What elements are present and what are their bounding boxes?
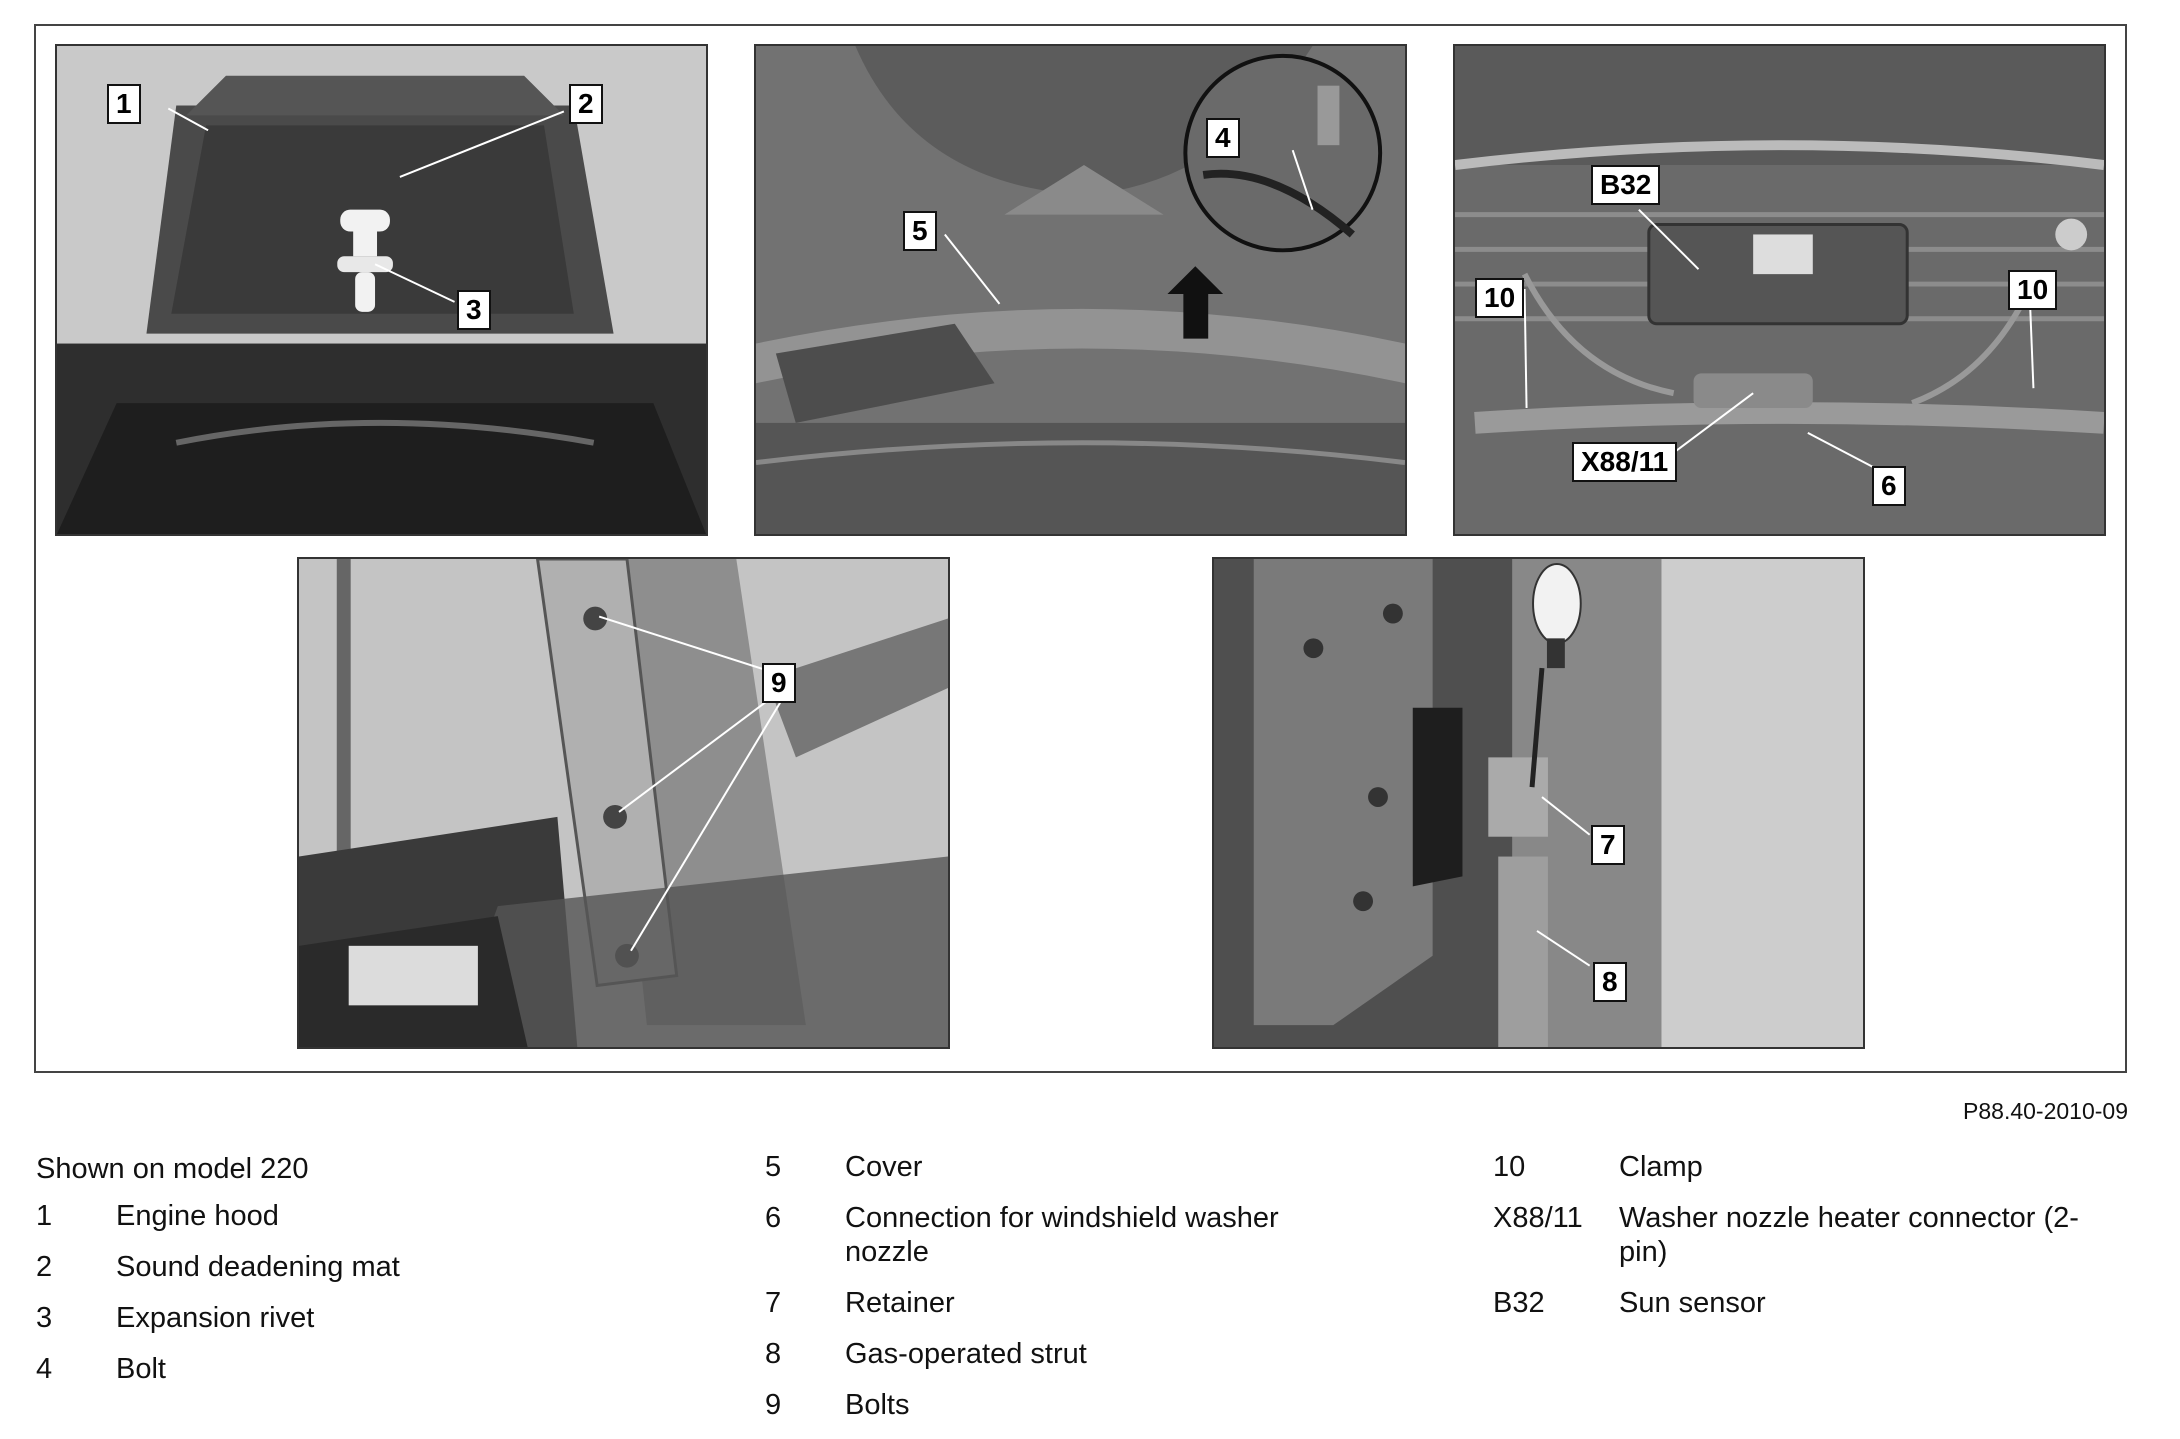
legend-text: Engine hood: [116, 1200, 279, 1232]
callout-9: 9: [762, 663, 796, 703]
legend-number: X88/11: [1493, 1202, 1583, 1234]
photo-hinge-bolts: 9: [297, 557, 950, 1049]
legend-number: 4: [36, 1353, 53, 1385]
legend-item: 6 Connection for windshield washer nozzl…: [765, 1201, 1325, 1269]
legend-number: 9: [765, 1389, 782, 1421]
callout-1: 1: [107, 84, 141, 124]
legend-caption: Shown on model 220: [36, 1153, 309, 1185]
legend-text: Bolt: [116, 1353, 166, 1385]
photo-sun-sensor: B32 10 10 X88/11 6: [1453, 44, 2106, 536]
callout-8: 8: [1593, 962, 1627, 1002]
legend-item: 1 Engine hood: [36, 1199, 676, 1233]
callout-b32: B32: [1591, 165, 1661, 205]
legend-column-1: Shown on model 220 1 Engine hood 2 Sound…: [36, 1152, 676, 1403]
legend-item: 4 Bolt: [36, 1352, 676, 1386]
legend-item: 2 Sound deadening mat: [36, 1250, 676, 1284]
legend-text: Retainer: [845, 1287, 955, 1319]
legend-item: 8 Gas-operated strut: [765, 1337, 1325, 1371]
legend-item: 9 Bolts: [765, 1388, 1325, 1422]
legend-item: 7 Retainer: [765, 1286, 1325, 1320]
callout-6: 6: [1872, 466, 1906, 506]
legend-text: Gas-operated strut: [845, 1338, 1087, 1370]
legend-text: Sound deadening mat: [116, 1251, 400, 1283]
callout-7: 7: [1591, 825, 1625, 865]
legend-number: B32: [1493, 1287, 1545, 1319]
photo-cover: 4 5: [754, 44, 1407, 536]
legend-number: 7: [765, 1287, 782, 1319]
legend-text: Sun sensor: [1619, 1287, 1766, 1319]
callout-5: 5: [903, 211, 937, 251]
legend-item: 5 Cover: [765, 1150, 1325, 1184]
photo-gas-strut: 7 8: [1212, 557, 1865, 1049]
callout-x88-11: X88/11: [1572, 442, 1678, 482]
legend-number: 2: [36, 1251, 53, 1283]
legend-text: Expansion rivet: [116, 1302, 315, 1334]
legend-number: 1: [36, 1200, 53, 1232]
legend-item: 10 Clamp: [1493, 1150, 2133, 1184]
legend-number: 5: [765, 1151, 782, 1183]
figure-reference: P88.40-2010-09: [1963, 1098, 2128, 1124]
photo-engine-hood: 1 2 3: [55, 44, 708, 536]
legend-item: 3 Expansion rivet: [36, 1301, 676, 1335]
callout-2: 2: [569, 84, 603, 124]
figure-frame: 1 2 3 4 5: [34, 24, 2127, 1073]
legend-text: Washer nozzle heater connector (2-pin): [1619, 1202, 2079, 1268]
legend-item: B32 Sun sensor: [1493, 1286, 2133, 1320]
legend-text: Bolts: [845, 1389, 910, 1421]
callout-3: 3: [457, 290, 491, 330]
sun-sensor-illustration: [1455, 46, 2104, 534]
legend-number: 3: [36, 1302, 53, 1334]
legend-text: Cover: [845, 1151, 923, 1183]
legend-number: 6: [765, 1202, 782, 1234]
callout-4: 4: [1206, 118, 1240, 158]
cover-illustration: [756, 46, 1405, 534]
callout-10-right: 10: [2008, 270, 2058, 310]
callout-10-left: 10: [1475, 278, 1525, 318]
gas-strut-illustration: [1214, 559, 1863, 1047]
legend-item: X88/11 Washer nozzle heater connector (2…: [1493, 1201, 2133, 1269]
legend-column-2: 5 Cover 6 Connection for windshield wash…: [765, 1150, 1325, 1439]
legend-number: 8: [765, 1338, 782, 1370]
hinge-bolts-illustration: [299, 559, 948, 1047]
legend-text: Connection for windshield washer nozzle: [845, 1202, 1279, 1268]
legend-number: 10: [1493, 1151, 1526, 1183]
legend-text: Clamp: [1619, 1151, 1703, 1183]
legend-column-3: 10 Clamp X88/11 Washer nozzle heater con…: [1493, 1150, 2133, 1337]
engine-hood-illustration: [57, 75, 706, 534]
